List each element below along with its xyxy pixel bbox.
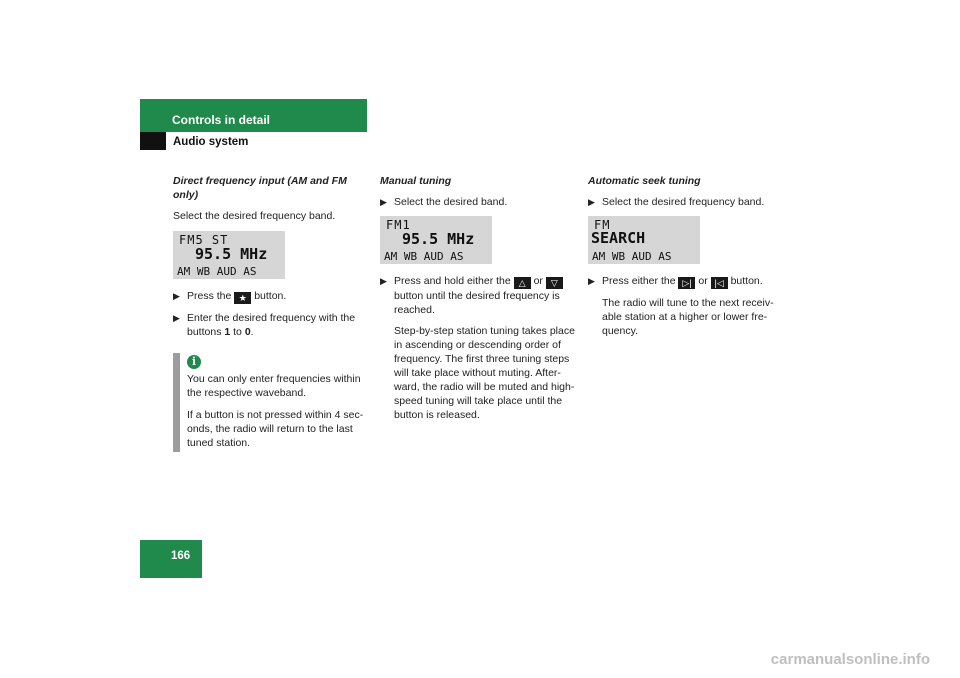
radio-display: FM5 ST 95.5 MHz AM WB AUD AS <box>173 231 285 279</box>
heading-manual-tuning: Manual tuning <box>380 175 452 187</box>
step-select-band: ▶ Select the desired band. <box>380 196 508 208</box>
step-select-frequency-band: ▶ Select the desired frequency band. <box>588 196 765 208</box>
star-key-icon: ★ <box>234 292 252 304</box>
prev-key-icon: |◁ <box>710 277 728 289</box>
subsection-title: Audio system <box>173 136 249 148</box>
key-1: 1 <box>224 326 231 338</box>
section-header: Controls in detail <box>140 99 367 132</box>
step-press-star: ▶ Press the ★ button. <box>173 290 287 304</box>
column-direct-frequency: Direct frequency input (AM and FM only) … <box>173 174 373 452</box>
seek-tuning-detail: The radio will tune to the next receiv-a… <box>602 297 774 337</box>
column-manual-tuning: Manual tuning ▶ Select the desired band.… <box>380 174 575 429</box>
arrow-bullet-icon: ▶ <box>380 197 387 207</box>
heading-direct-frequency: Direct frequency input (AM and FM only) <box>173 175 347 201</box>
display-line1: FM1 <box>386 218 411 232</box>
display-line2: 95.5 MHz <box>402 230 475 248</box>
note-text-1: You can only enter frequencies within th… <box>187 373 361 399</box>
up-key-icon: △ <box>513 277 531 289</box>
manual-tuning-detail: Step-by-step station tuning takes place … <box>394 325 575 421</box>
info-note: i You can only enter frequencies within … <box>173 353 373 452</box>
info-icon: i <box>187 355 201 369</box>
arrow-bullet-icon: ▶ <box>588 276 595 286</box>
column-seek-tuning: Automatic seek tuning ▶ Select the desir… <box>588 174 788 345</box>
arrow-bullet-icon: ▶ <box>380 276 387 286</box>
radio-display: FM1 95.5 MHz AM WB AUD AS <box>380 216 492 264</box>
next-key-icon: ▷| <box>678 277 696 289</box>
subsection-marker <box>140 132 166 150</box>
display-line3: AM WB AUD AS <box>177 265 257 278</box>
step-enter-frequency: ▶ Enter the desired frequency with the b… <box>173 312 356 338</box>
display-line1: FM5 ST <box>179 233 229 247</box>
display-line1: FM <box>594 218 611 232</box>
page-number: 166 <box>171 550 191 562</box>
radio-display: FM SEARCH AM WB AUD AS <box>588 216 700 264</box>
arrow-bullet-icon: ▶ <box>173 313 180 323</box>
arrow-bullet-icon: ▶ <box>588 197 595 207</box>
section-title: Controls in detail <box>172 113 271 127</box>
step-press-hold: ▶ Press and hold either the △ or ▽ butto… <box>380 274 575 317</box>
note-text-2: If a button is not pressed within 4 sec-… <box>187 409 364 449</box>
down-key-icon: ▽ <box>545 277 563 289</box>
display-line2: 95.5 MHz <box>195 245 268 263</box>
arrow-bullet-icon: ▶ <box>173 291 180 301</box>
heading-seek-tuning: Automatic seek tuning <box>588 175 701 187</box>
display-line2: SEARCH <box>591 229 646 247</box>
watermark: carmanualsonline.info <box>770 651 930 668</box>
step-press-seek: ▶ Press either the ▷| or |◁ button. <box>588 275 763 289</box>
key-0: 0 <box>244 326 251 338</box>
page-number-box: 166 <box>140 540 202 578</box>
display-line3: AM WB AUD AS <box>384 250 464 263</box>
intro-text: Select the desired frequency band. <box>173 210 336 222</box>
display-line3: AM WB AUD AS <box>592 250 672 263</box>
